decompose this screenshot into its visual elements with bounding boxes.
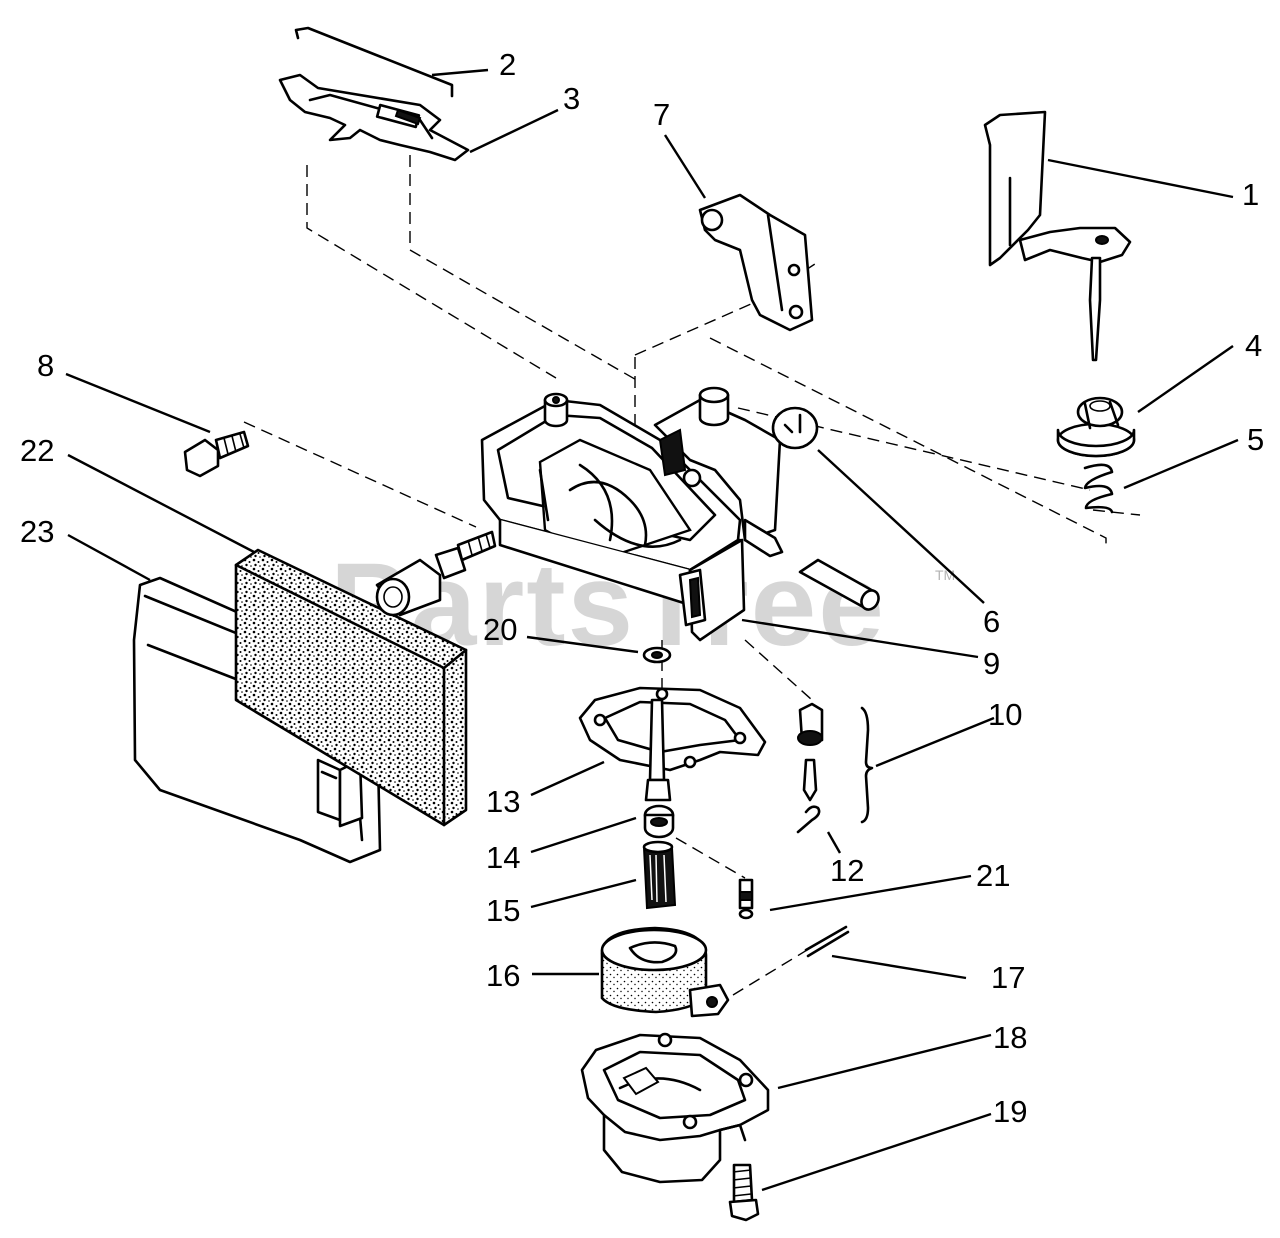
part-15-bushing (642, 840, 677, 910)
callout-12: 12 (830, 853, 864, 888)
callout-15: 15 (486, 893, 520, 928)
callout-8: 8 (37, 348, 54, 383)
part-13-gasket (578, 686, 767, 772)
callout-21: 21 (976, 858, 1010, 893)
part-14-nozzle (643, 698, 675, 839)
callout-19: 19 (993, 1094, 1027, 1129)
callout-17: 17 (991, 960, 1025, 995)
part-6-welch-plug (771, 406, 819, 450)
callout-6: 6 (983, 604, 1000, 639)
callout-4: 4 (1245, 328, 1262, 363)
part-16-float (600, 926, 730, 1018)
callout-14: 14 (486, 840, 520, 875)
callout-16: 16 (486, 958, 520, 993)
part-19-screw (728, 1163, 760, 1222)
callout-5: 5 (1247, 422, 1264, 457)
part-21-needle (738, 878, 754, 920)
leader-lines (65, 68, 1239, 1192)
part-2-choke-link (294, 26, 454, 98)
callout-22: 22 (20, 433, 54, 468)
callout-7: 7 (653, 97, 670, 132)
part-8-screw (183, 430, 250, 478)
part-7-throttle-bracket (698, 193, 814, 332)
callout-2: 2 (499, 47, 516, 82)
part-18-float-bowl (580, 1032, 770, 1184)
part-20-washer (642, 646, 672, 664)
part-10-inlet-needle-set (796, 702, 874, 834)
part-4-spring-seat (1056, 396, 1136, 458)
part-3-choke-bracket (278, 73, 470, 162)
callout-13: 13 (486, 784, 520, 819)
callout-20: 20 (483, 612, 517, 647)
part-17-float-pin (804, 925, 850, 958)
callout-10: 10 (988, 697, 1022, 732)
part-5-spring (1083, 463, 1114, 514)
callout-3: 3 (563, 81, 580, 116)
callout-18: 18 (993, 1020, 1027, 1055)
part-9-carburetor-body (480, 386, 784, 642)
callout-1: 1 (1242, 177, 1259, 212)
callout-9: 9 (983, 646, 1000, 681)
intake-elbow (375, 530, 497, 617)
part-1-throttle-shaft (983, 110, 1132, 362)
fuel-pipe (798, 558, 880, 611)
callout-23: 23 (20, 514, 54, 549)
callout-numbers: 1 2 3 4 5 6 7 8 9 10 12 13 14 15 16 17 1… (20, 47, 1264, 1129)
part-22-foam-filter (234, 548, 468, 827)
